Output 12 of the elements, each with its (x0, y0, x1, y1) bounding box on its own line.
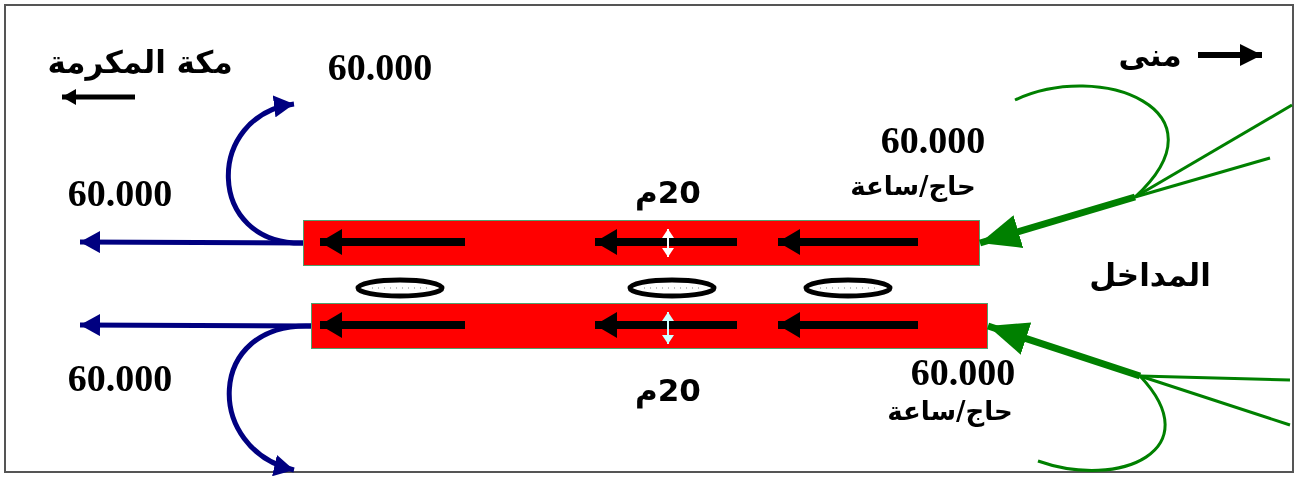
flow-number: 60.000 (67, 359, 173, 397)
flow-number: 60.000 (880, 121, 986, 159)
curved-arrow (225, 98, 304, 246)
entrances-label: المداخل (1089, 259, 1211, 291)
flow-number: 60.000 (67, 174, 173, 212)
place-label: منى (1118, 39, 1182, 71)
flow-number: 60.000 (327, 48, 433, 86)
flow-number: 60.000 (910, 353, 1016, 391)
outflow-arrow (80, 231, 303, 254)
inflow-arrow (986, 322, 1142, 380)
curved-arrow (227, 323, 312, 474)
inflow-arrow (979, 193, 1136, 248)
